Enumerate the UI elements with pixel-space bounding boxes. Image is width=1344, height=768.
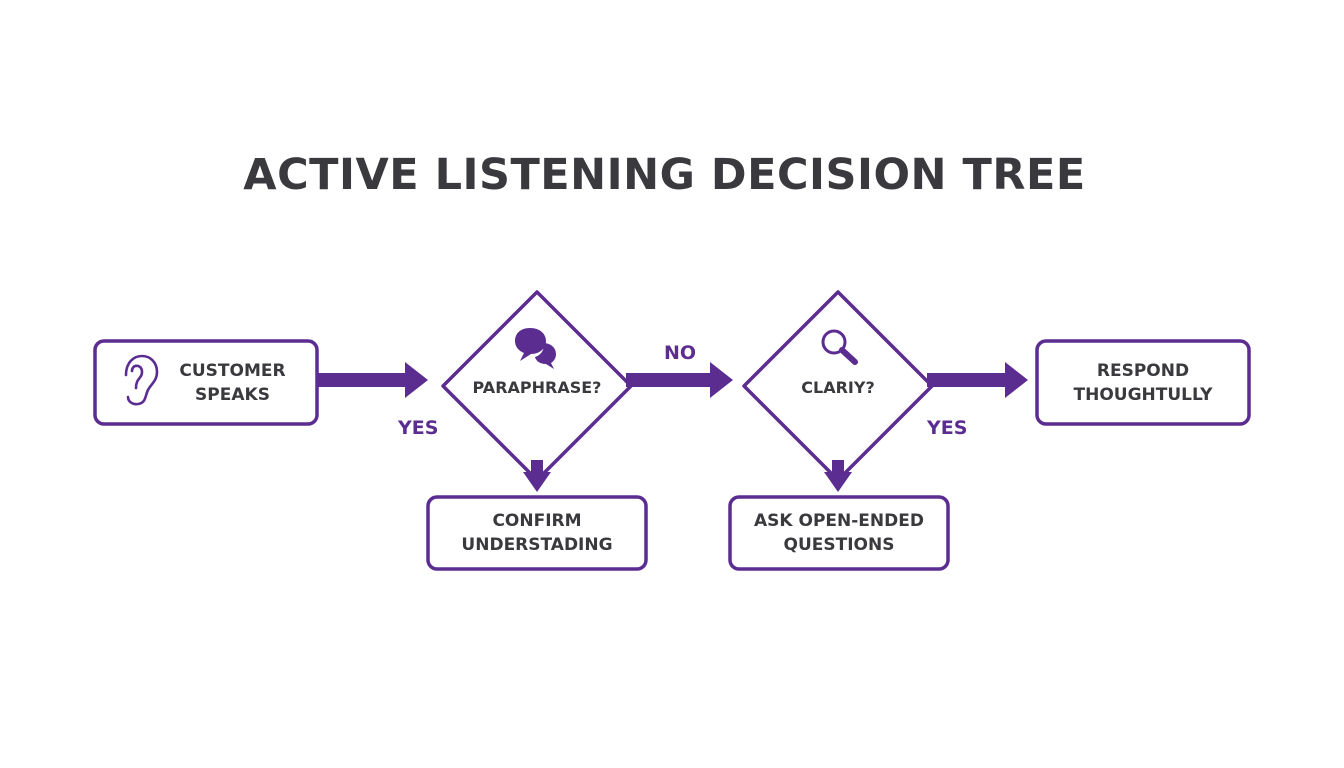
respond-box [1035,339,1251,426]
paraphrase-label: PARAPHRASE? [472,378,602,397]
arrow-clarify-to-ask [824,460,852,492]
edge-label-yes-right: YES [927,417,968,439]
clarify-label: CLARIY? [801,378,875,397]
respond-line1: RESPOND [1096,360,1190,381]
customer-speaks-line1: CUSTOMER [179,360,286,381]
confirm-line1: CONFIRM [492,511,582,531]
arrow-paraphrase-to-clarify [626,362,733,398]
customer-speaks-label: CUSTOMER SPEAKS [160,341,305,424]
ask-box [728,495,950,571]
ear-icon [124,354,159,406]
respond-line2: THOUGHTULLY [1073,384,1213,405]
confirm-box [426,495,648,571]
customer-speaks-line2: SPEAKS [195,384,270,405]
ask-line2: QUESTIONS [783,535,895,555]
diagram-title: ACTIVE LISTENING DECISION TREE [243,150,1086,200]
magnifier-icon [821,329,858,365]
arrow-paraphrase-to-confirm [523,460,551,492]
arrow-customer-to-paraphrase [317,362,428,398]
speech-bubbles-icon [515,328,556,369]
ask-label: ASK OPEN-ENDED QUESTIONS [730,497,948,569]
ask-line1: ASK OPEN-ENDED [754,511,924,531]
edge-label-no: NO [664,342,697,364]
respond-label: RESPOND THOUGHTULLY [1037,341,1249,424]
edge-label-yes-left: YES [398,417,439,439]
arrow-clarify-to-respond [927,362,1028,398]
confirm-label: CONFIRM UNDERSTADING [428,497,646,569]
confirm-line2: UNDERSTADING [461,535,613,555]
